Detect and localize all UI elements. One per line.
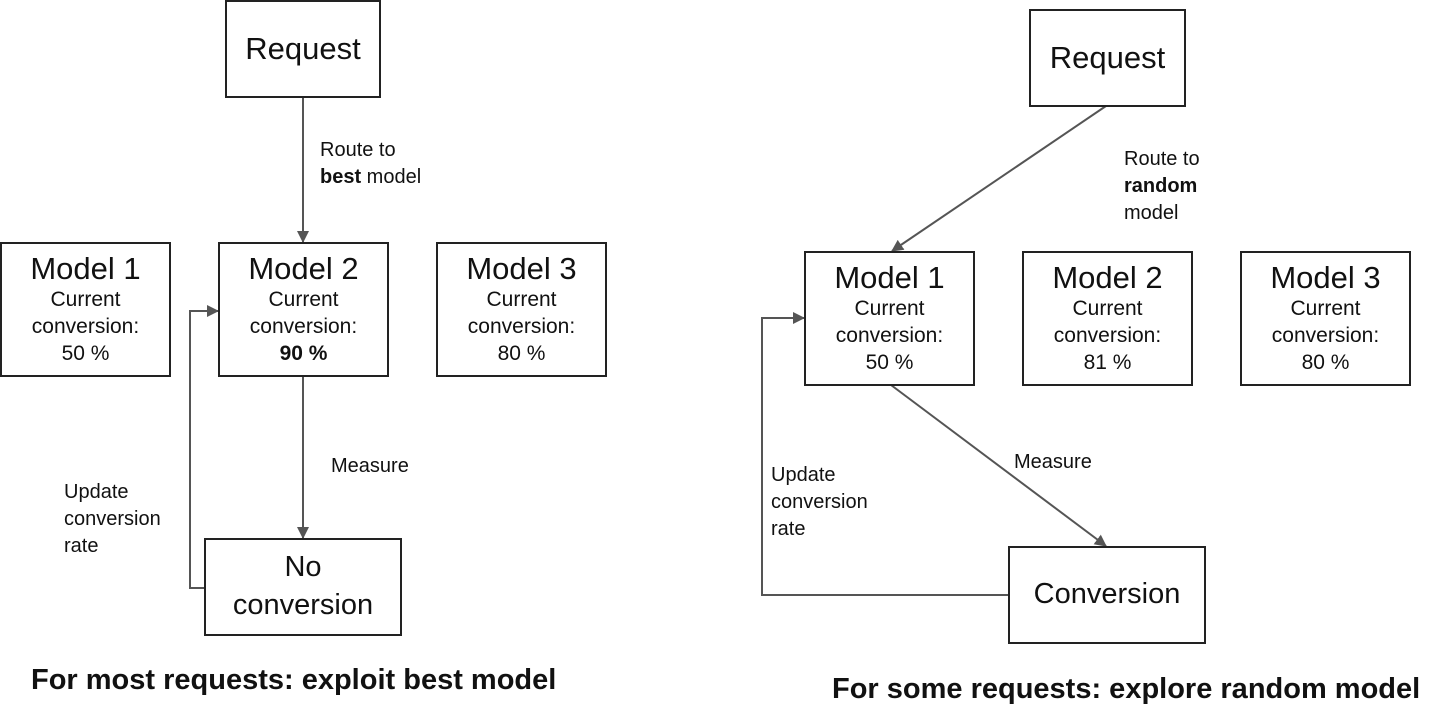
- model-name: Model 1: [834, 259, 945, 295]
- conversion-label: Current: [268, 287, 339, 311]
- conversion-label: Current: [1290, 296, 1361, 320]
- right-request-label: Request: [1049, 39, 1166, 75]
- model-name: Model 2: [248, 250, 359, 286]
- conversion-label-2: conversion:: [1053, 323, 1162, 347]
- right-route-label: Route to random model: [1124, 148, 1200, 224]
- left-model-3-box: Model 3 Current conversion: 80 %: [436, 242, 607, 377]
- right-update-label: Update conversion rate: [771, 464, 868, 540]
- left-model-2-box: Model 2 Current conversion: 90 %: [218, 242, 389, 377]
- left-outcome-box: No conversion: [204, 538, 402, 636]
- right-update-arrow: [761, 312, 1009, 596]
- conversion-label-2: conversion:: [467, 314, 576, 338]
- left-update-label: Update conversion rate: [64, 481, 161, 557]
- conversion-value: 90 %: [279, 342, 328, 366]
- left-request-label: Request: [245, 30, 361, 66]
- outcome-label: Conversion: [1033, 578, 1181, 611]
- right-outcome-box: Conversion: [1008, 546, 1206, 644]
- right-model-1-box: Model 1 Current conversion: 50 %: [804, 251, 975, 386]
- conversion-label-2: conversion:: [249, 314, 358, 338]
- conversion-value: 80 %: [497, 342, 546, 366]
- right-model-3-box: Model 3 Current conversion: 80 %: [1240, 251, 1411, 386]
- right-model-2-box: Model 2 Current conversion: 81 %: [1022, 251, 1193, 386]
- outcome-line-2: conversion: [232, 589, 374, 621]
- left-update-arrow: [189, 305, 219, 589]
- left-request-box: Request: [225, 0, 381, 98]
- conversion-label: Current: [854, 296, 925, 320]
- conversion-value: 81 %: [1083, 351, 1132, 375]
- model-name: Model 1: [30, 250, 141, 286]
- right-measure-label: Measure: [1014, 451, 1092, 473]
- right-caption: For some requests: explore random model: [832, 673, 1421, 705]
- conversion-value: 50 %: [865, 351, 914, 375]
- model-name: Model 3: [466, 250, 577, 286]
- conversion-value: 50 %: [61, 342, 110, 366]
- left-measure-label: Measure: [331, 455, 409, 477]
- conversion-label-2: conversion:: [31, 314, 140, 338]
- conversion-label: Current: [486, 287, 557, 311]
- conversion-label-2: conversion:: [835, 323, 944, 347]
- left-caption: For most requests: exploit best model: [31, 664, 557, 696]
- conversion-label: Current: [50, 287, 121, 311]
- left-route-label: Route to best model: [320, 139, 422, 188]
- right-request-box: Request: [1029, 9, 1186, 107]
- model-name: Model 3: [1270, 259, 1381, 295]
- conversion-value: 80 %: [1301, 351, 1350, 375]
- left-model-1-box: Model 1 Current conversion: 50 %: [0, 242, 171, 377]
- conversion-label: Current: [1072, 296, 1143, 320]
- outcome-line-1: No: [284, 551, 322, 584]
- right-route-arrow: [891, 105, 1107, 252]
- right-measure-arrow: [890, 384, 1107, 547]
- model-name: Model 2: [1052, 259, 1163, 295]
- conversion-label-2: conversion:: [1271, 323, 1380, 347]
